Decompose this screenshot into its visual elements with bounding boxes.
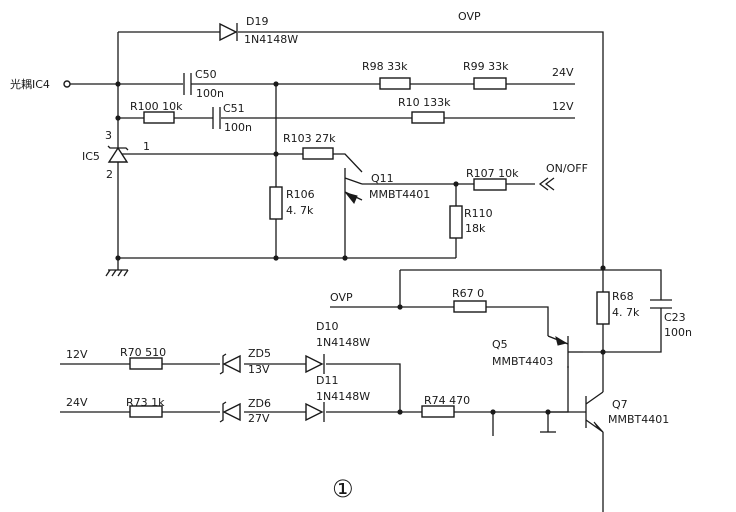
figure-number: ① (332, 475, 354, 503)
r68-val: 4. 7k (612, 306, 640, 319)
resistor-r73 (129, 405, 163, 418)
q5-ref: Q5 (492, 338, 508, 351)
d19-part: 1N4148W (244, 33, 298, 46)
shunt-regulator-ic5 (107, 145, 129, 163)
on-off-label: ON/OFF (546, 162, 588, 175)
ground-icon (105, 269, 129, 277)
capacitor-c51 (212, 107, 221, 129)
c51-ref: C51 (223, 102, 245, 115)
c50-val: 100n (196, 87, 224, 100)
resistor-r110 (449, 205, 463, 239)
r103-label: R103 27k (283, 132, 336, 145)
resistor-r103 (302, 147, 334, 160)
resistor-r70 (129, 357, 163, 370)
c23-ref: C23 (664, 311, 686, 324)
v12-top-label: 12V (552, 100, 574, 113)
r106-val: 4. 7k (286, 204, 314, 217)
d11-ref: D11 (316, 374, 338, 387)
resistor-r74 (421, 405, 455, 418)
diode-d11 (305, 402, 325, 422)
resistor-r68 (596, 291, 610, 325)
v12-left-label: 12V (66, 348, 88, 361)
r107-label: R107 10k (466, 167, 519, 180)
transistor-q11 (344, 168, 363, 204)
q11-part: MMBT4401 (369, 188, 430, 201)
r106-ref: R106 (286, 188, 315, 201)
zd6-ref: ZD6 (248, 397, 271, 410)
zd5-ref: ZD5 (248, 347, 271, 360)
ovp-mid-label: OVP (330, 291, 353, 304)
capacitor-c23 (650, 299, 672, 309)
resistor-r107 (473, 178, 507, 191)
transistor-q5 (547, 335, 583, 368)
d19-ref: D19 (246, 15, 268, 28)
r99-label: R99 33k (463, 60, 509, 73)
q7-part: MMBT4401 (608, 413, 669, 426)
ic5-pin2: 2 (106, 168, 113, 181)
resistor-r100 (143, 111, 175, 124)
diode-d10 (305, 354, 325, 374)
v24-top-label: 24V (552, 66, 574, 79)
c51-val: 100n (224, 121, 252, 134)
c23-val: 100n (664, 326, 692, 339)
d10-part: 1N4148W (316, 336, 370, 349)
zd5-val: 13V (248, 363, 270, 376)
d10-ref: D10 (316, 320, 338, 333)
r10-label: R10 133k (398, 96, 451, 109)
ic5-pin1: 1 (143, 140, 150, 153)
r110-ref: R110 (464, 207, 493, 220)
diode-d19 (219, 22, 238, 42)
ic5-ref: IC5 (82, 150, 100, 163)
q5-part: MMBT4403 (492, 355, 553, 368)
ic5-pin3: 3 (105, 129, 112, 142)
r73-label: R73 1k (126, 396, 165, 409)
r110-val: 18k (465, 222, 486, 235)
d11-part: 1N4148W (316, 390, 370, 403)
transistor-q7 (585, 391, 604, 433)
r74-label: R74 470 (424, 394, 470, 407)
q7-ref: Q7 (612, 398, 628, 411)
c50-ref: C50 (195, 68, 217, 81)
resistor-r98 (379, 77, 411, 90)
q11-ref: Q11 (371, 172, 394, 185)
optocoupler-terminal (63, 80, 71, 88)
zener-zd5 (219, 353, 241, 375)
zd6-val: 27V (248, 412, 270, 425)
r100-label: R100 10k (130, 100, 183, 113)
r70-label: R70 510 (120, 346, 166, 359)
resistor-r99 (473, 77, 507, 90)
on-off-connector (538, 177, 555, 191)
r98-label: R98 33k (362, 60, 408, 73)
resistor-r106 (269, 186, 283, 220)
resistor-r10 (411, 111, 445, 124)
v24-left-label: 24V (66, 396, 88, 409)
r68-ref: R68 (612, 290, 634, 303)
optocoupler-label: 光耦IC4 (10, 77, 50, 91)
resistor-r67 (453, 300, 487, 313)
r67-label: R67 0 (452, 287, 484, 300)
junctions (115, 81, 606, 415)
zener-zd6 (219, 401, 241, 423)
capacitor-c50 (183, 73, 192, 95)
ovp-top-label: OVP (458, 10, 481, 23)
